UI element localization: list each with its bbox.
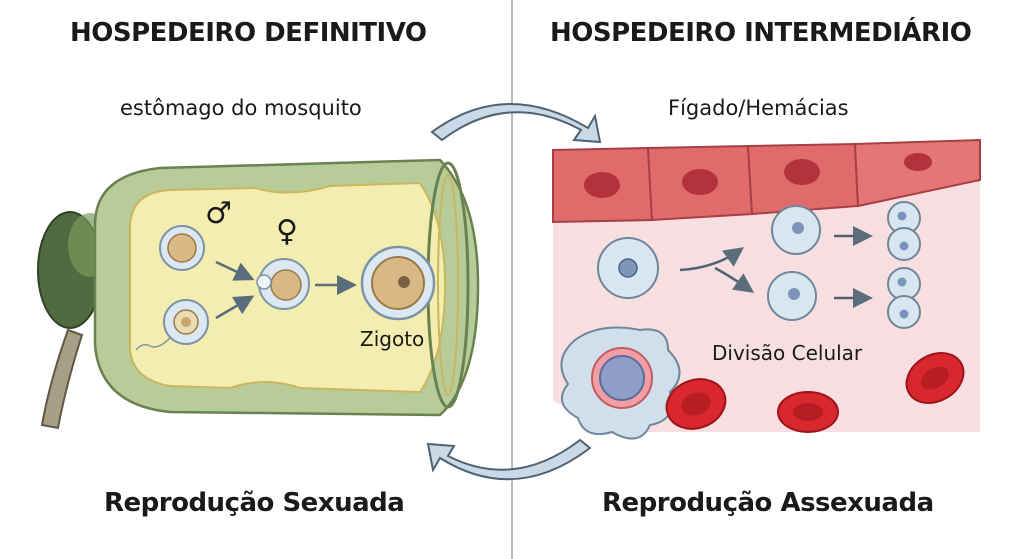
zygote-label: Zigoto (360, 327, 425, 351)
gamete-cell-lower (135, 299, 209, 351)
red-blood-cells (665, 352, 965, 433)
division-arrows (679, 226, 873, 308)
stalk-shape (40, 328, 84, 430)
male-symbol: ♂ (205, 196, 232, 231)
fertilization-cell (256, 258, 310, 310)
parent-cell (597, 237, 659, 299)
infected-cell (560, 326, 681, 440)
daughter-cell-top (771, 205, 821, 255)
daughter-cell-bottom (767, 271, 817, 321)
right-title: HOSPEDEIRO INTERMEDIÁRIO (550, 18, 972, 48)
dividing-cell-top (887, 201, 921, 261)
cycle-arrow-top (430, 103, 602, 144)
gamete-cell-upper (159, 225, 205, 271)
right-footer: Reprodução Assexuada (602, 488, 934, 518)
left-title: HOSPEDEIRO DEFINITIVO (70, 18, 427, 48)
zygote-cell (360, 245, 436, 321)
dividing-cell-bottom (887, 267, 921, 329)
female-symbol: ♀ (276, 214, 298, 249)
division-label: Divisão Celular (712, 341, 863, 365)
right-location: Fígado/Hemácias (668, 96, 849, 120)
liver-cells (552, 138, 981, 224)
left-footer: Reprodução Sexuada (104, 488, 405, 518)
lumen-arrows (215, 260, 357, 320)
cycle-arrow-bottom (426, 438, 592, 481)
left-location: estômago do mosquito (120, 96, 362, 120)
panel-divider (511, 0, 513, 559)
